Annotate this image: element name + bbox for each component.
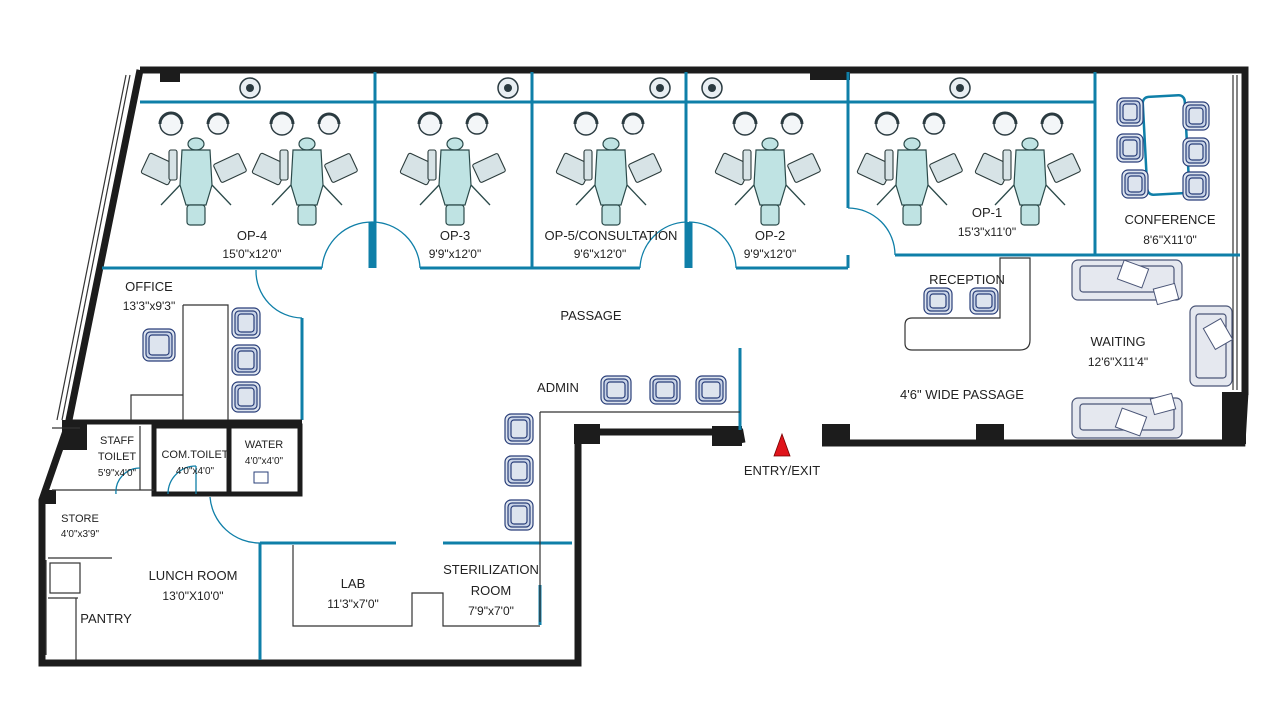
room-label-office: OFFICE	[125, 279, 173, 294]
dental-chair-icon	[140, 111, 247, 226]
armchair-icon	[231, 344, 261, 376]
room-label-sterilization-2: ROOM	[471, 583, 511, 598]
water-dispenser	[253, 471, 269, 484]
stool-icon	[317, 112, 341, 135]
armchair-icon	[600, 375, 632, 405]
room-size-office: 13'3"x9'3"	[123, 299, 175, 313]
stool-icon	[158, 111, 184, 136]
room-label-com-toilet: COM.TOILET	[161, 449, 228, 461]
room-label-conference: CONFERENCE	[1124, 212, 1215, 227]
armchair-icon	[504, 499, 534, 531]
room-label-sterilization-1: STERILIZATION	[443, 562, 539, 577]
room-label-op3: OP-3	[440, 228, 470, 243]
stool-icon	[874, 111, 900, 136]
operating-lamp-icon	[239, 77, 261, 99]
dental-chair-icon	[714, 111, 821, 226]
armchair-icon	[969, 287, 999, 315]
stool-icon	[1040, 112, 1064, 135]
room-label-passage: PASSAGE	[560, 308, 622, 323]
room-label-wide-passage: 4'6" WIDE PASSAGE	[900, 387, 1024, 402]
room-size-lab: 11'3"x7'0"	[327, 597, 379, 611]
stool-icon	[573, 111, 599, 136]
room-label-waiting: WAITING	[1090, 334, 1145, 349]
stool-icon	[992, 111, 1018, 136]
armchair-icon	[923, 287, 953, 315]
room-size-op2: 9'9"x12'0"	[744, 247, 796, 261]
outer-walls	[38, 66, 1249, 667]
stool-icon	[417, 111, 443, 136]
entry-arrow-icon	[773, 432, 791, 457]
room-label-admin: ADMIN	[537, 380, 579, 395]
armchair-icon	[504, 455, 534, 487]
room-label-pantry: PANTRY	[80, 611, 132, 626]
stool-icon	[732, 111, 758, 136]
room-label-lunch-room: LUNCH ROOM	[149, 568, 238, 583]
sofa-icon	[1071, 392, 1183, 439]
armchair-icon	[142, 328, 176, 362]
armchair-icon	[1182, 101, 1210, 131]
room-label-lab: LAB	[341, 576, 366, 591]
dental-chair-icon	[251, 111, 358, 226]
room-label-op2: OP-2	[755, 228, 785, 243]
armchair-icon	[649, 375, 681, 405]
room-label-staff-toilet-2: TOILET	[98, 451, 137, 463]
room-size-op3: 9'9"x12'0"	[429, 247, 481, 261]
stool-icon	[780, 112, 804, 135]
stool-icon	[922, 112, 946, 135]
door-swings	[115, 207, 896, 544]
room-size-op5: 9'6"x12'0"	[574, 247, 626, 261]
room-size-sterilization: 7'9"x7'0"	[468, 604, 514, 618]
armchair-icon	[504, 413, 534, 445]
room-label-water: WATER	[245, 439, 284, 451]
room-size-op1: 15'3"x11'0"	[958, 225, 1016, 239]
loose-furniture	[142, 287, 999, 531]
operating-lamp-icon	[497, 77, 519, 99]
armchair-icon	[1189, 305, 1234, 387]
room-label-op4: OP-4	[237, 228, 267, 243]
sofa-icon	[1071, 259, 1183, 306]
room-size-com-toilet: 4'0"x4'0"	[176, 466, 215, 477]
room-size-staff-toilet: 5'9"x4'0"	[98, 468, 137, 479]
operating-lamp-icon	[949, 77, 971, 99]
armchair-icon	[231, 307, 261, 339]
room-label-store: STORE	[61, 513, 99, 525]
room-label-op1: OP-1	[972, 205, 1002, 220]
room-labels: OP-4 15'0"x12'0" OP-3 9'9"x12'0" OP-5/CO…	[61, 205, 1216, 626]
room-label-reception: RECEPTION	[929, 272, 1005, 287]
operating-lamp-icon	[701, 77, 723, 99]
armchair-icon	[1116, 97, 1144, 127]
partitions	[48, 72, 1240, 660]
operating-lamp-icon	[649, 77, 671, 99]
stool-icon	[621, 112, 645, 135]
room-size-lunch-room: 13'0"X10'0"	[162, 589, 223, 603]
waiting-sofas	[1071, 259, 1234, 439]
room-size-water: 4'0"x4'0"	[245, 456, 284, 467]
dental-chair-icon	[974, 111, 1081, 226]
dental-chair-icon	[555, 111, 662, 226]
room-size-store: 4'0"x3'9"	[61, 529, 100, 540]
room-label-staff-toilet-1: STAFF	[100, 435, 134, 447]
room-size-op4: 15'0"x12'0"	[222, 247, 281, 261]
dental-chair-icon	[399, 111, 506, 226]
armchair-icon	[1121, 169, 1149, 199]
operating-lamps	[239, 77, 971, 99]
room-label-op5: OP-5/CONSULTATION	[545, 228, 678, 243]
armchair-icon	[695, 375, 727, 405]
room-size-conference: 8'6"X11'0"	[1143, 233, 1197, 247]
dental-chair-icon	[856, 111, 963, 226]
armchair-icon	[1116, 133, 1144, 163]
armchair-icon	[1182, 137, 1210, 167]
stool-icon	[465, 112, 489, 135]
armchair-icon	[1182, 171, 1210, 201]
conference-furniture	[1116, 94, 1210, 201]
dental-chairs	[140, 111, 1081, 226]
armchair-icon	[231, 381, 261, 413]
stool-icon	[206, 112, 230, 135]
entry-exit-label: ENTRY/EXIT	[744, 463, 820, 478]
stool-icon	[269, 111, 295, 136]
room-size-waiting: 12'6"X11'4"	[1088, 355, 1148, 369]
